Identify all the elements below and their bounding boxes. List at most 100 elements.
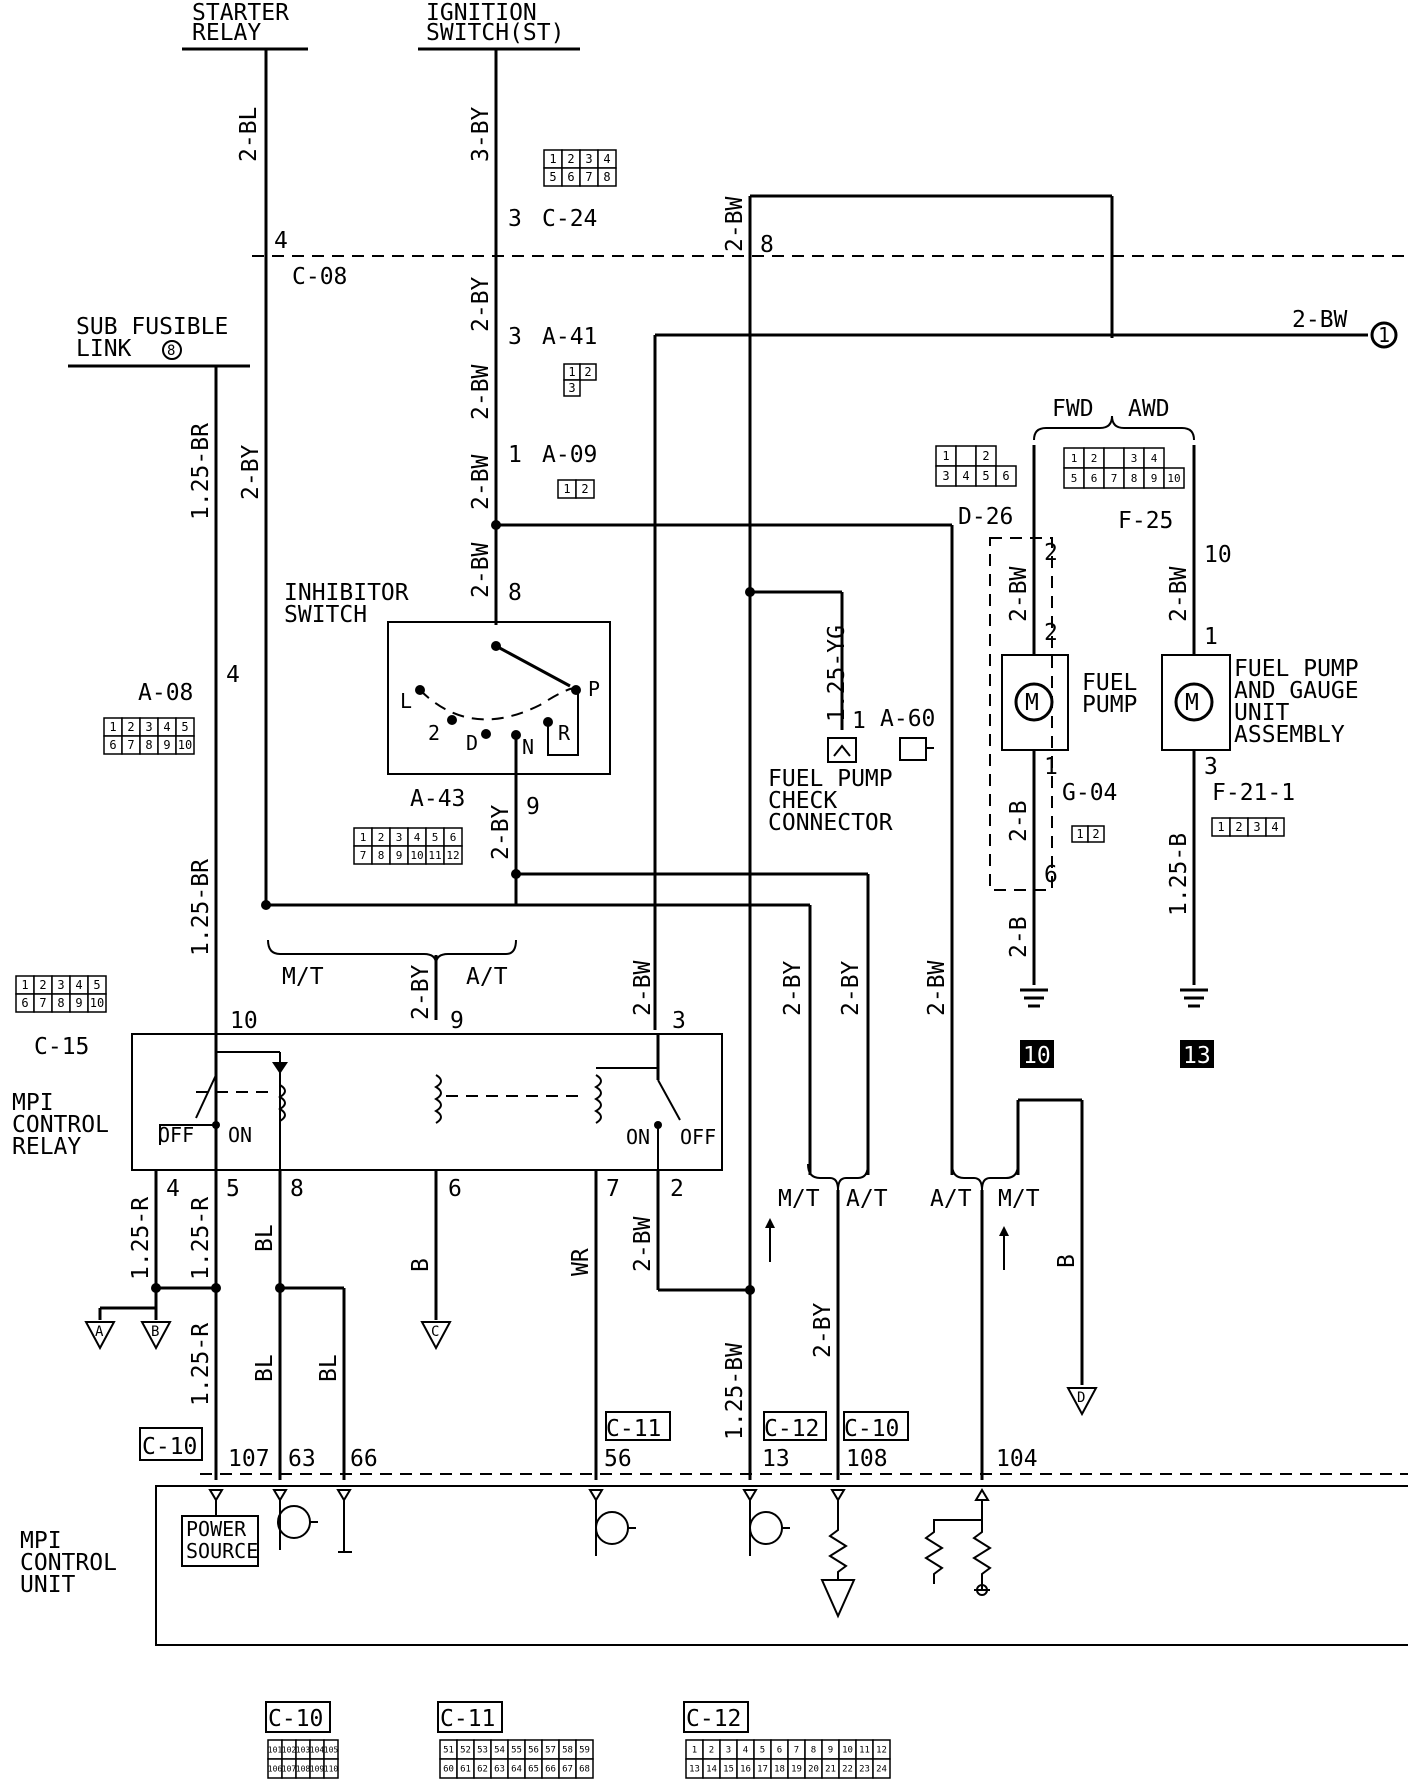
pinout-pin-number: 1 (549, 152, 556, 166)
fuel-pump-assy-label-1: FUEL PUMP (1234, 656, 1359, 682)
pinout-pin-number: 3 (585, 152, 592, 166)
label-c24: C-24 (542, 206, 597, 232)
fuel-pump-assembly: M FUEL PUMP AND GAUGE UNIT ASSEMBLY (1161, 654, 1359, 751)
relay-on-1: ON (228, 1123, 252, 1147)
wire-labels: 2-BL 3-BY 2-BY 2-BW 2-BW 2-BW 1.25-BR 2-… (128, 106, 1192, 1440)
pinout-pin-number: 3 (145, 720, 152, 734)
pinout-pin-number: 10 (842, 1746, 853, 1756)
pinout-cell (1163, 467, 1185, 489)
terminal-C: C (431, 1324, 439, 1340)
pinout-pin-number: 9 (163, 738, 170, 752)
bottom-tag-c11: C-11 (440, 1706, 495, 1732)
pinout-pin-number: 4 (1151, 452, 1158, 465)
mt-right-label: M/T (998, 1186, 1040, 1212)
wire-label-b-d: B (1054, 1254, 1080, 1268)
wire-label-bl-c: BL (316, 1354, 342, 1382)
pin-inh-8: 8 (508, 580, 522, 606)
fuel-pump-assy-label-3: UNIT (1234, 700, 1290, 726)
pinout-pin-number: 3 (726, 1746, 731, 1756)
pinout-pin-number: 7 (127, 738, 134, 752)
wire-label-125r-c: 1.25-R (188, 1323, 214, 1406)
pinout-pin-number: 7 (1111, 472, 1118, 485)
pinout-pin-number: 6 (21, 996, 28, 1010)
pinout-pin-number: 18 (774, 1765, 785, 1775)
mt-left-label: M/T (282, 964, 324, 990)
label-a08: A-08 (138, 680, 193, 706)
pinout-pin-number: 1 (568, 365, 575, 379)
pinout-cell (579, 363, 597, 381)
pinout-pin-number: 63 (494, 1765, 505, 1775)
at-mid-label: A/T (846, 1186, 888, 1212)
pinout-pin-number: 6 (567, 170, 574, 184)
wire-label-125b: 1.25-B (1166, 833, 1192, 916)
wire-label-b-c: B (408, 1258, 434, 1272)
pin-c08-8: 8 (760, 232, 774, 258)
wire-label-bl-b: BL (252, 1354, 278, 1382)
fuel-pump-label-1: FUEL (1082, 670, 1137, 696)
pin-ecu-108: 108 (846, 1446, 888, 1472)
pinout-cell (955, 445, 977, 467)
starter-relay-label-2: RELAY (192, 20, 261, 46)
at-right-label: A/T (930, 1186, 972, 1212)
wire-label-125r-a: 1.25-R (128, 1197, 154, 1280)
mt-at-braces: M/T A/T M/T A/T A/T M/T (267, 939, 1040, 1270)
pinout-cell (1087, 825, 1105, 843)
wire-label-3by: 3-BY (468, 106, 494, 162)
pin-a41-3: 3 (508, 324, 522, 350)
pinout-pin-number: 1 (360, 831, 367, 844)
pinout-pin-number: 62 (477, 1765, 488, 1775)
mpi-unit-label-2: CONTROL (20, 1550, 117, 1576)
check-connector-label-1: FUEL PUMP (768, 766, 893, 792)
mpi-relay-label-1: MPI (12, 1090, 54, 1116)
pinout-pin-number: 10 (1167, 472, 1180, 485)
connector-labels: C-24 A-41 A-09 A-08 A-43 A-60 D-26 F-25 … (34, 206, 1295, 1060)
tag-c12: C-12 (764, 1416, 819, 1442)
pinout-pin-number: 2 (378, 831, 385, 844)
fuel-pump-assy-label-2: AND GAUGE (1234, 678, 1359, 704)
pinout-pin-number: 24 (876, 1765, 887, 1775)
pinout-pin-number: 106 (268, 1764, 283, 1773)
pinout-cell (995, 465, 1017, 487)
pinout-pin-number: 3 (1253, 820, 1260, 834)
relay-off-2: OFF (680, 1125, 716, 1149)
pin-c24-3: 3 (508, 206, 522, 232)
pinout-cell (563, 379, 581, 397)
mpi-control-relay: MPI CONTROL RELAY OFF ON ON OFF (12, 1033, 723, 1171)
pin-numbers: 3 3 1 8 9 4 1 2 2 1 6 10 1 3 10 9 3 4 5 … (166, 206, 1232, 1472)
pinout-pin-number: 108 (296, 1764, 311, 1773)
pinout-pin-number: 102 (282, 1745, 297, 1754)
pinout-pin-number: 54 (494, 1746, 505, 1756)
label-d26: D-26 (958, 504, 1013, 530)
pinout-pin-number: 101 (268, 1745, 283, 1754)
awd-label: AWD (1128, 396, 1170, 422)
label-a41: A-41 (542, 324, 597, 350)
label-a09: A-09 (542, 442, 597, 468)
c08-label: C-08 (292, 264, 347, 290)
pinout-pin-number: 107 (282, 1764, 297, 1773)
pinout-pin-number: 10 (178, 738, 192, 752)
wire-label-2b-fp2: 2-B (1006, 916, 1032, 958)
ecu-connector-tags: C-10 C-11 C-12 C-10 (139, 1411, 909, 1461)
pinout-pin-number: 55 (511, 1746, 522, 1756)
pinout-pin-number: 64 (511, 1765, 522, 1775)
pinout-pin-number: 1 (563, 482, 570, 496)
starter-relay-label-1: STARTER (192, 0, 289, 26)
pinout-pin-number: 3 (942, 469, 949, 483)
wire-label-2bw-d: 2-BW (924, 960, 950, 1016)
pin-relay-3: 3 (672, 1008, 686, 1034)
ref-1-label: 1 (1378, 323, 1390, 347)
pinout-pin-number: 57 (545, 1746, 556, 1756)
pin-ecu-104: 104 (996, 1446, 1038, 1472)
pin-ecu-63: 63 (288, 1446, 316, 1472)
pin-relay-2: 2 (670, 1176, 684, 1202)
pinout-pin-number: 110 (324, 1764, 339, 1773)
pin-relay-9: 9 (450, 1008, 464, 1034)
pinout-pin-number: 10 (90, 996, 104, 1010)
pinout-pin-number: 52 (460, 1746, 471, 1756)
tag-c10-left: C-10 (142, 1434, 197, 1460)
pinout-pin-number: 20 (808, 1765, 819, 1775)
pin-ecu-107: 107 (228, 1446, 270, 1472)
inhibitor-D: D (466, 731, 478, 755)
